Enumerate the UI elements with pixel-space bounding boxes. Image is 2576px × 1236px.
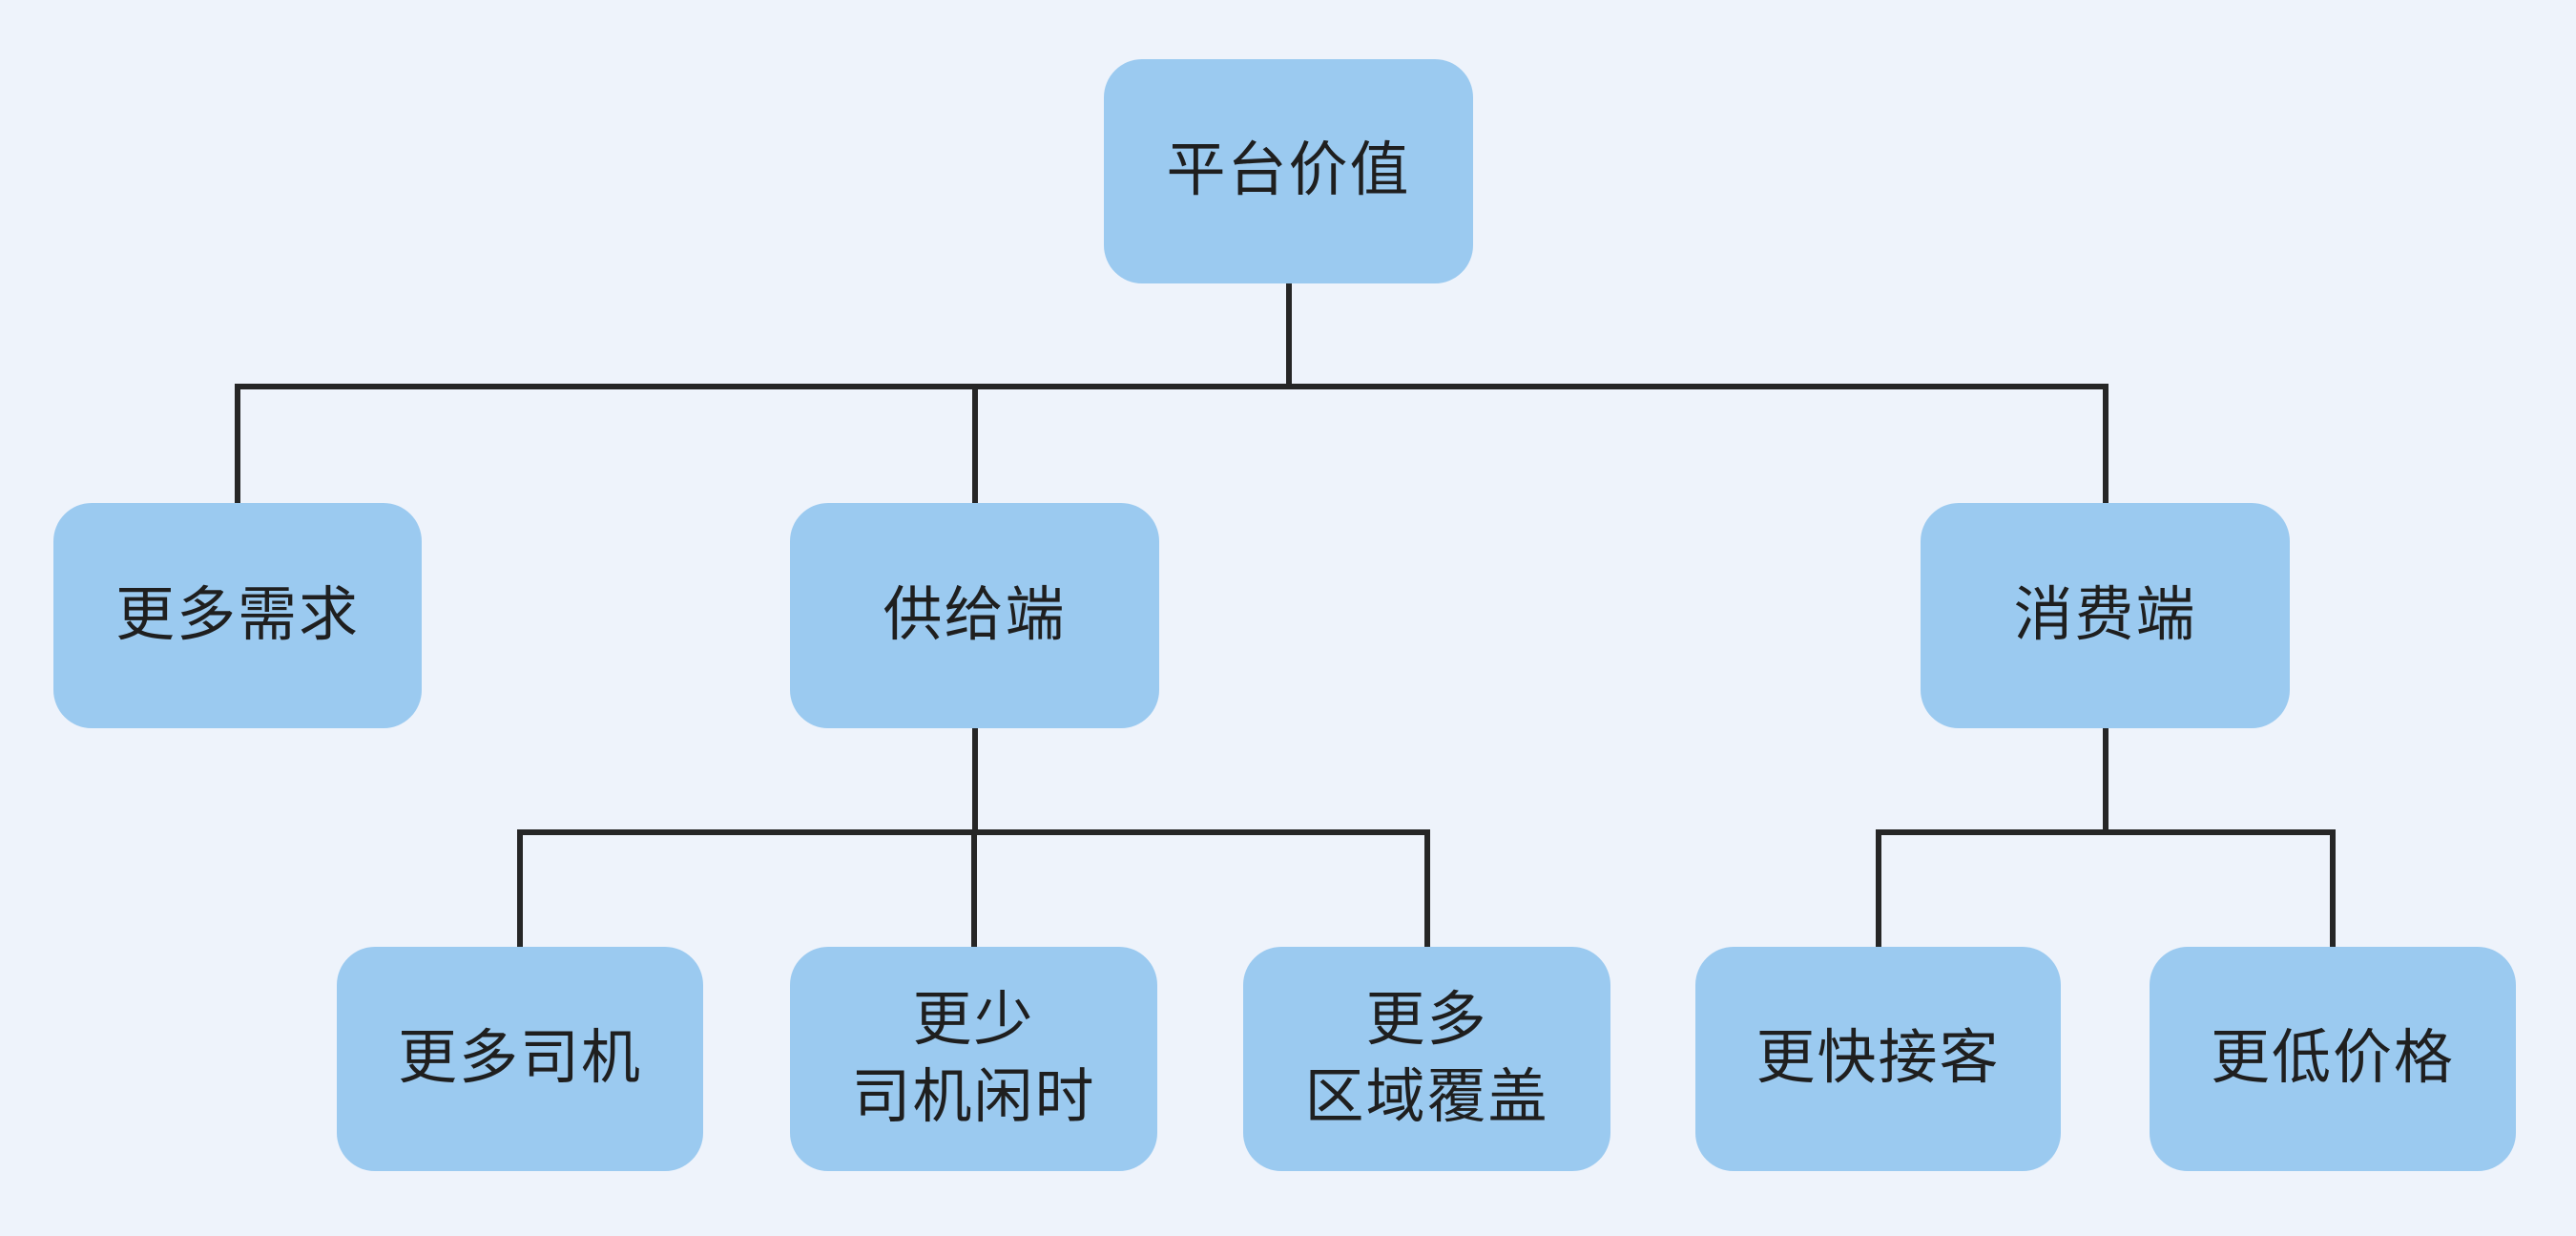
node-more-demand: 更多需求 bbox=[53, 503, 422, 728]
edge-supply-trunk bbox=[972, 728, 978, 835]
node-label-line2: 司机闲时 bbox=[851, 1063, 1096, 1130]
edge-level1-horizontal bbox=[235, 384, 2109, 389]
edge-root-trunk bbox=[1286, 283, 1292, 389]
node-less-driver-idle-time: 更少 司机闲时 bbox=[790, 947, 1157, 1171]
edge-consumer-trunk bbox=[2103, 728, 2109, 835]
edge-to-less-driver-idle bbox=[971, 829, 977, 947]
node-label: 平台价值 bbox=[1166, 137, 1411, 204]
node-label: 更低价格 bbox=[2210, 1025, 2455, 1092]
edge-consumer-horizontal bbox=[1876, 829, 2336, 835]
node-label-line1: 更多 bbox=[1365, 986, 1488, 1053]
edge-to-more-demand bbox=[235, 384, 240, 503]
node-label: 更多司机 bbox=[397, 1025, 642, 1092]
node-more-drivers: 更多司机 bbox=[337, 947, 703, 1171]
node-label: 供给端 bbox=[883, 581, 1067, 648]
node-label: 更快接客 bbox=[1755, 1025, 2001, 1092]
node-label: 更多需求 bbox=[114, 581, 360, 648]
node-faster-pickup: 更快接客 bbox=[1695, 947, 2061, 1171]
node-label-line2: 区域覆盖 bbox=[1304, 1063, 1549, 1130]
edge-to-consumer-side bbox=[2103, 384, 2109, 503]
node-more-area-coverage: 更多 区域覆盖 bbox=[1243, 947, 1610, 1171]
edge-to-supply-side bbox=[972, 384, 978, 503]
node-supply-side: 供给端 bbox=[790, 503, 1159, 728]
node-lower-price: 更低价格 bbox=[2150, 947, 2516, 1171]
node-label: 消费端 bbox=[2013, 581, 2197, 648]
node-platform-value: 平台价值 bbox=[1104, 59, 1473, 283]
edge-to-more-drivers bbox=[517, 829, 523, 947]
edge-to-faster-pickup bbox=[1876, 829, 1881, 947]
node-label-line1: 更少 bbox=[912, 986, 1035, 1053]
edge-to-more-area-coverage bbox=[1424, 829, 1430, 947]
edge-to-lower-price bbox=[2330, 829, 2336, 947]
node-consumer-side: 消费端 bbox=[1921, 503, 2290, 728]
